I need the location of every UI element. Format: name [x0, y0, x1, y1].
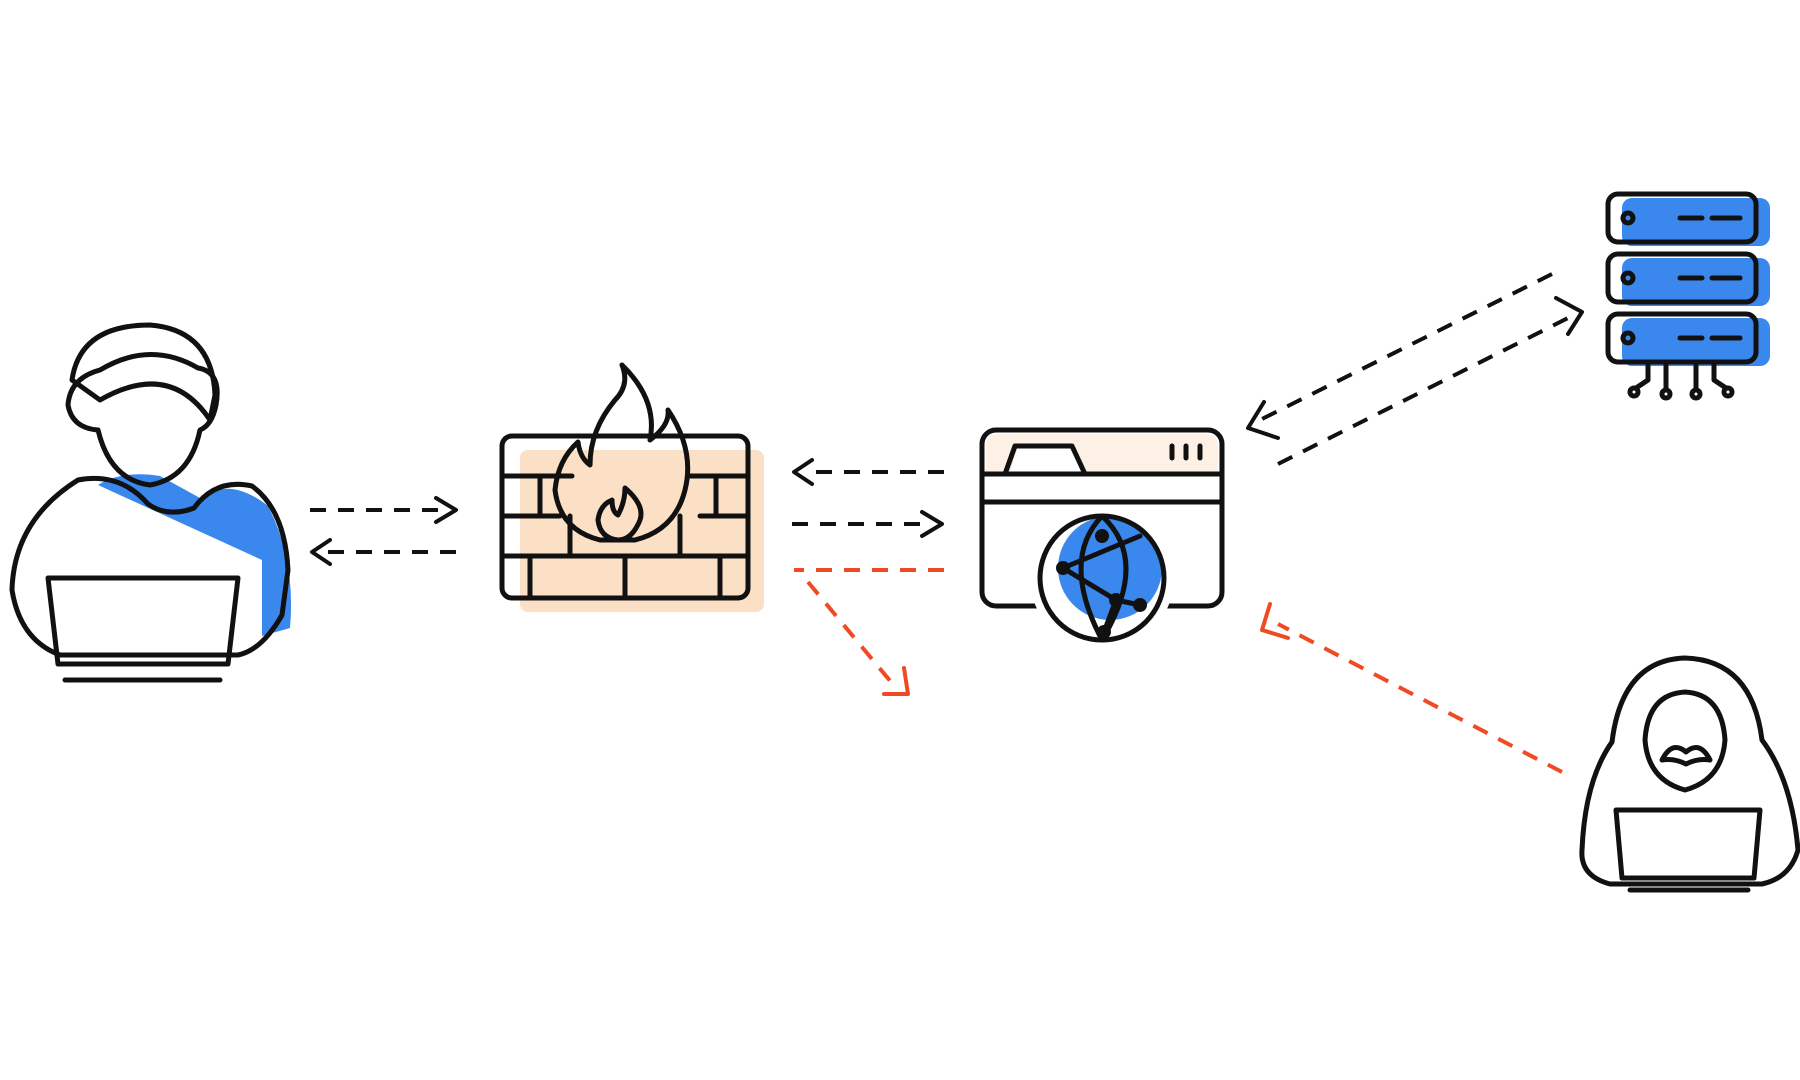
- firewall-wall-fill: [520, 450, 764, 612]
- user-laptop: [45, 575, 241, 667]
- arrow-firewall-to-webapp: [792, 510, 944, 538]
- server-connector-pins: [1627, 359, 1735, 401]
- hooded-hacker-with-laptop-icon: [1579, 655, 1800, 893]
- hacker-mustache: [1659, 745, 1713, 767]
- browser-window-with-globe-icon: [979, 427, 1225, 650]
- arrow-firewall-to-user: [310, 538, 456, 566]
- server-unit-3: [1605, 311, 1759, 365]
- arrow-user-to-firewall: [310, 496, 458, 524]
- browser-header-fill: [986, 434, 1218, 474]
- browser-tab: [1002, 443, 1088, 477]
- arrow-server-to-webapp: [1246, 272, 1553, 440]
- user-body: [9, 475, 291, 658]
- user-body-shadow: [98, 474, 292, 636]
- server-unit-2: [1605, 251, 1759, 305]
- arrow-attacker-to-webapp: [1260, 602, 1563, 774]
- firewall-flame: [552, 362, 691, 543]
- server-unit-1: [1605, 191, 1759, 245]
- hacker-hood: [1579, 655, 1800, 887]
- browser-menu-dots: [1169, 443, 1203, 461]
- hacker-laptop: [1613, 807, 1763, 881]
- arrow-blocked-deflection: [794, 568, 944, 696]
- user-hair: [69, 322, 218, 423]
- server-rack-icon: [1605, 191, 1770, 401]
- firewall-brick-wall-with-flame-icon: [499, 362, 764, 612]
- user-face: [65, 352, 220, 488]
- globe-network-nodes: [1056, 529, 1147, 639]
- arrow-webapp-to-server: [1277, 296, 1584, 466]
- arrow-webapp-to-firewall: [792, 458, 944, 486]
- firewall-flame-inner: [595, 485, 644, 543]
- user-with-laptop-icon: [9, 322, 292, 683]
- hacker-face: [1642, 689, 1728, 793]
